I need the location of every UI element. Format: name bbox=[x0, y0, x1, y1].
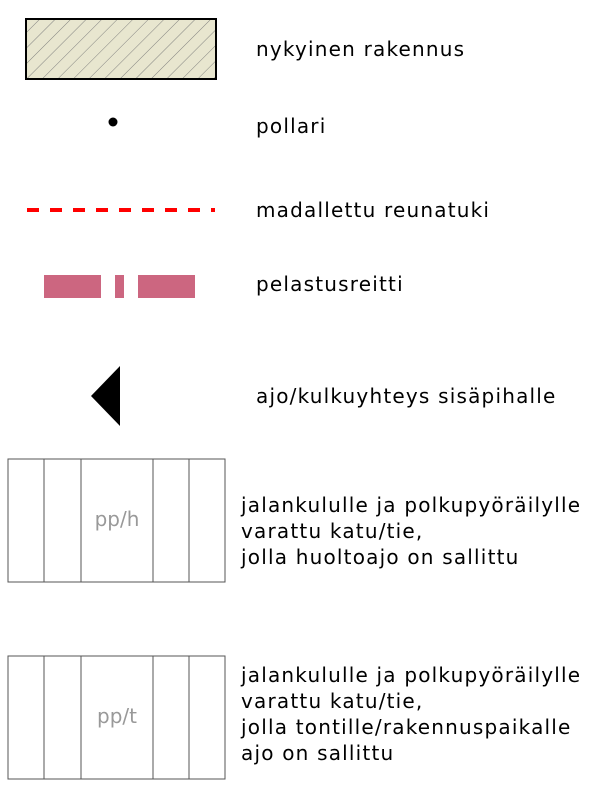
legend-label-pph: jalankululle ja polkupyöräilylle varattu… bbox=[241, 492, 581, 570]
pph-symbol-text: pp/h bbox=[95, 507, 140, 531]
legend-label-building: nykyinen rakennus bbox=[256, 37, 466, 61]
ppt-line-3: jolla tontille/rakennuspaikalle bbox=[241, 715, 572, 739]
legend-label-curb: madallettu reunatuki bbox=[256, 198, 491, 222]
legend-label-rescue: pelastusreitti bbox=[256, 272, 404, 296]
ppt-symbol-text: pp/t bbox=[97, 704, 137, 728]
pph-line-3: jolla huoltoajo on sallittu bbox=[241, 545, 520, 569]
pph-line-1: jalankululle ja polkupyöräilylle bbox=[241, 493, 582, 517]
legend-label-bollard: pollari bbox=[256, 114, 327, 138]
legend-label-ppt: jalankululle ja polkupyöräilylle varattu… bbox=[241, 662, 581, 766]
access-triangle-symbol bbox=[91, 366, 120, 426]
legend-label-access: ajo/kulkuyhteys sisäpihalle bbox=[256, 384, 557, 408]
building-hatch-symbol bbox=[25, 18, 217, 80]
ppt-street-symbol: pp/t bbox=[7, 655, 226, 780]
ppt-line-4: ajo on sallittu bbox=[241, 741, 395, 765]
curb-dashed-line-symbol bbox=[27, 208, 215, 212]
ppt-line-1: jalankululle ja polkupyöräilylle bbox=[241, 663, 582, 687]
pph-line-2: varattu katu/tie, bbox=[241, 519, 424, 543]
ppt-line-2: varattu katu/tie, bbox=[241, 689, 424, 713]
rescue-route-symbol bbox=[44, 275, 195, 298]
pph-street-symbol: pp/h bbox=[7, 458, 226, 583]
bollard-dot-symbol bbox=[108, 117, 118, 127]
